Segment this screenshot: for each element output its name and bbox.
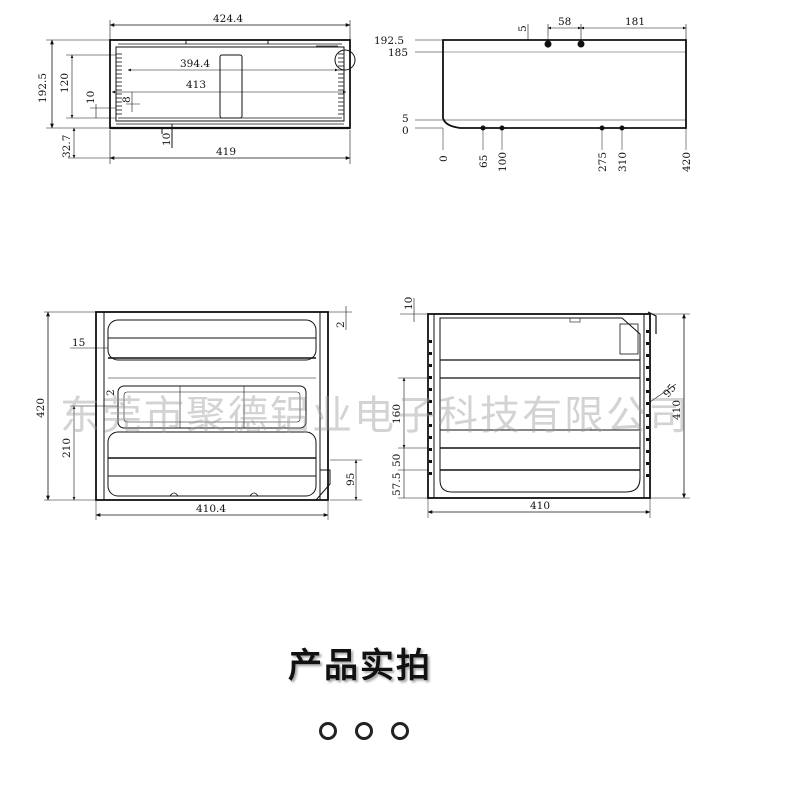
side-dim-58: 58 xyxy=(558,16,571,28)
front-view xyxy=(46,20,356,164)
side-x-65: 65 xyxy=(478,155,490,168)
product-photo-caption: 产品实拍 xyxy=(288,646,432,686)
br-outer-frame xyxy=(427,313,651,499)
bl-dim-420: 420 xyxy=(35,398,47,418)
pager-dot-2[interactable] xyxy=(355,722,373,740)
br-left-dots xyxy=(429,340,432,475)
front-dim-192-5: 192.5 xyxy=(37,73,49,103)
front-outer-frame xyxy=(109,39,351,129)
br-dim-57-5: 57.5 xyxy=(391,473,403,496)
side-dim-192-5: 192.5 xyxy=(374,35,404,47)
front-dim-10-slot: 10 xyxy=(161,133,173,146)
bl-dim-2-mid: 2 xyxy=(105,389,117,396)
side-outline xyxy=(442,39,687,129)
side-dim-181: 181 xyxy=(625,16,645,28)
side-x-100: 100 xyxy=(497,152,509,172)
side-dim-5: 5 xyxy=(402,113,409,125)
br-dim-410-width: 410 xyxy=(530,500,550,512)
front-center-window xyxy=(219,54,243,119)
br-dim-50: 50 xyxy=(391,454,403,467)
side-x-0: 0 xyxy=(438,155,450,162)
bottom-right-view xyxy=(398,298,690,518)
front-dim-8: 8 xyxy=(121,96,133,103)
br-dim-160: 160 xyxy=(391,404,403,424)
br-dim-95: 95 xyxy=(661,382,679,400)
front-corner-detail xyxy=(334,49,356,71)
bl-dim-210: 210 xyxy=(61,438,73,458)
side-hole-2 xyxy=(577,40,585,48)
br-right-dots xyxy=(646,330,649,477)
side-x-275: 275 xyxy=(597,152,609,172)
pager-dot-3[interactable] xyxy=(391,722,409,740)
br-dim-10-top: 10 xyxy=(403,297,415,310)
bl-top-compartment xyxy=(107,319,317,361)
bl-middle-channel xyxy=(117,385,307,429)
br-dim-410-height: 410 xyxy=(671,400,683,420)
front-right-fins xyxy=(338,53,344,115)
side-dim-0: 0 xyxy=(402,125,409,137)
front-dim-413: 413 xyxy=(186,79,206,91)
bl-outer-frame xyxy=(95,311,329,501)
front-dim-419: 419 xyxy=(216,146,236,158)
front-inner-frame xyxy=(115,46,345,122)
front-dim-424-4: 424.4 xyxy=(213,13,243,25)
bl-dim-2-right: 2 xyxy=(335,321,347,328)
side-x-310: 310 xyxy=(617,152,629,172)
bl-lower-compartment xyxy=(107,431,317,497)
bottom-left-view xyxy=(44,306,362,520)
bl-dim-95: 95 xyxy=(345,473,357,486)
side-x-420: 420 xyxy=(681,152,693,172)
br-corner-block xyxy=(619,323,639,355)
front-dim-394-4: 394.4 xyxy=(180,58,210,70)
side-dim-185: 185 xyxy=(388,47,408,59)
front-dim-120: 120 xyxy=(59,73,71,93)
front-dim-10-rail: 10 xyxy=(85,91,97,104)
side-view xyxy=(415,24,687,150)
carousel-pager[interactable] xyxy=(319,722,419,744)
pager-dot-1[interactable] xyxy=(319,722,337,740)
front-dim-32-7: 32.7 xyxy=(61,135,73,158)
bl-dim-410-4: 410.4 xyxy=(196,503,226,515)
bl-dim-15: 15 xyxy=(72,337,85,349)
br-inner-chamber xyxy=(439,317,641,493)
front-left-fins xyxy=(116,53,122,115)
side-dim-top-5: 5 xyxy=(517,25,529,32)
